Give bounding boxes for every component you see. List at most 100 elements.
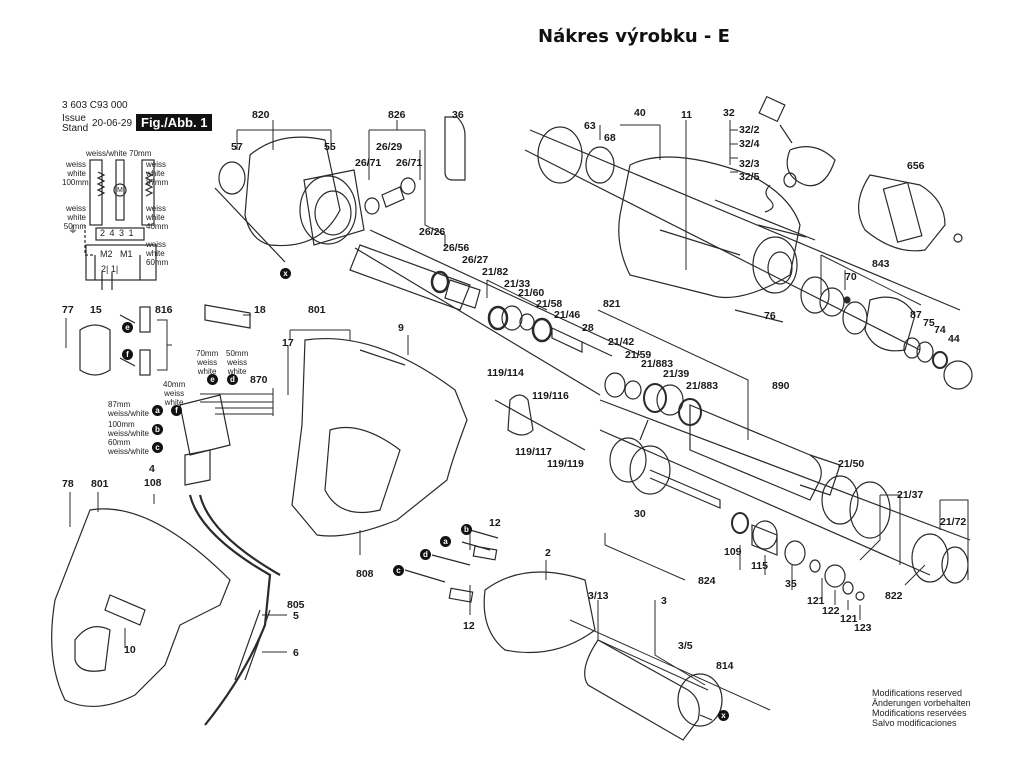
part-number: 3 603 C93 000 — [62, 100, 128, 111]
label-656: 656 — [907, 160, 925, 172]
wire-text: weiss — [146, 240, 167, 249]
wire-text: 50mm — [63, 222, 86, 231]
part-801-handle — [51, 508, 271, 708]
wire-text: weiss/white — [108, 409, 149, 418]
label-32-2: 32/2 — [739, 124, 760, 136]
label-3-13: 3/13 — [588, 590, 609, 602]
marker-f: f — [122, 349, 133, 360]
label-9: 9 — [398, 322, 404, 334]
label-26-71: 26/71 — [396, 157, 423, 169]
label-119-116: 119/116 — [532, 390, 569, 402]
label-26-26: 26/26 — [419, 226, 446, 238]
notice-line: Salvo modificaciones — [872, 718, 957, 728]
label-32-5: 32/5 — [739, 171, 760, 183]
label-821: 821 — [603, 298, 621, 310]
part-656-chuck — [858, 174, 963, 252]
label-68: 68 — [604, 132, 616, 144]
part-11-front-housing — [537, 126, 816, 299]
ground-icon: ⏚ — [68, 225, 78, 236]
label-119-117: 119/117 — [515, 446, 552, 458]
marker-f: f — [171, 405, 182, 416]
label-11: 11 — [681, 109, 693, 121]
part-816-brush-holder — [79, 304, 251, 376]
label-843: 843 — [872, 258, 890, 270]
wire-text: 60mm — [146, 258, 169, 267]
label-801: 801 — [308, 304, 326, 316]
notice-line: Modifications reservées — [872, 708, 967, 718]
label-814: 814 — [716, 660, 734, 672]
wire-text: weiss — [164, 389, 185, 398]
label-26-29: 26/29 — [376, 141, 403, 153]
label-12: 12 — [463, 620, 475, 632]
label-74: 74 — [934, 324, 946, 336]
wire-text: 87mm — [146, 178, 169, 187]
part-30-gear — [609, 419, 721, 509]
label-121: 121 — [807, 595, 825, 607]
page-title: Nákres výrobku - E — [538, 26, 730, 47]
issue-label-de: Stand — [62, 123, 89, 134]
label-32: 32 — [723, 107, 735, 119]
label-805: 805 — [287, 599, 305, 611]
label-26-71: 26/71 — [355, 157, 382, 169]
label-808: 808 — [356, 568, 374, 580]
motor-terminal-m2: M2 — [100, 249, 113, 259]
wire-text: weiss — [197, 358, 218, 367]
label-44: 44 — [948, 333, 960, 345]
label-5: 5 — [293, 610, 299, 622]
label-870: 870 — [250, 374, 268, 386]
wire-text: weiss — [227, 358, 248, 367]
label-890: 890 — [772, 380, 790, 392]
wire-text: white — [67, 169, 86, 178]
label-121: 121 — [840, 613, 858, 625]
label-35: 35 — [785, 578, 797, 590]
label-21-883: 21/883 — [641, 358, 674, 370]
issue-label-en: Issue — [62, 113, 86, 124]
label-3: 3 — [661, 595, 667, 607]
label-26-56: 26/56 — [443, 242, 470, 254]
label-4: 4 — [149, 463, 155, 475]
wire-text: weiss — [146, 204, 167, 213]
modifications-notice: Modifications reserved Änderungen vorbeh… — [872, 688, 971, 728]
wire-text: white — [146, 249, 165, 258]
wire-text: 40mm — [146, 222, 169, 231]
label-6: 6 — [293, 647, 299, 659]
label-21-59: 21/59 — [625, 349, 652, 361]
wire-text: 60mm — [108, 438, 131, 447]
issue-date: 20-06-29 — [92, 118, 133, 129]
wire-text: white — [67, 213, 86, 222]
label-30: 30 — [634, 508, 646, 520]
motor-symbol: M — [117, 187, 123, 194]
issue-label: Issue Stand — [62, 114, 88, 134]
wire-text: weiss/white — [108, 447, 149, 456]
label-57: 57 — [231, 141, 243, 153]
label-122: 122 — [822, 605, 840, 617]
label-21-82: 21/82 — [482, 266, 509, 278]
label-21-58: 21/58 — [536, 298, 563, 310]
label-76: 76 — [764, 310, 776, 322]
label-26-27: 26/27 — [462, 254, 489, 266]
label-820: 820 — [252, 109, 270, 121]
wire-text: white — [146, 213, 165, 222]
label-21-42: 21/42 — [608, 336, 635, 348]
label-123: 123 — [854, 622, 872, 634]
label-119-114: 119/114 — [487, 367, 524, 379]
label-63: 63 — [584, 120, 596, 132]
wire-text: 100mm — [62, 178, 89, 187]
label-119-119: 119/119 — [547, 458, 584, 470]
label-15: 15 — [90, 304, 102, 316]
figure-badge: Fig./Abb. 1 — [136, 114, 213, 131]
part-21-rings — [487, 305, 702, 426]
label-21-883: 21/883 — [686, 380, 719, 392]
label-816: 816 — [155, 304, 173, 316]
label-28: 28 — [582, 322, 594, 334]
label-109: 109 — [724, 546, 742, 558]
label-21-60: 21/60 — [518, 287, 545, 299]
label-21-33: 21/33 — [504, 278, 531, 290]
